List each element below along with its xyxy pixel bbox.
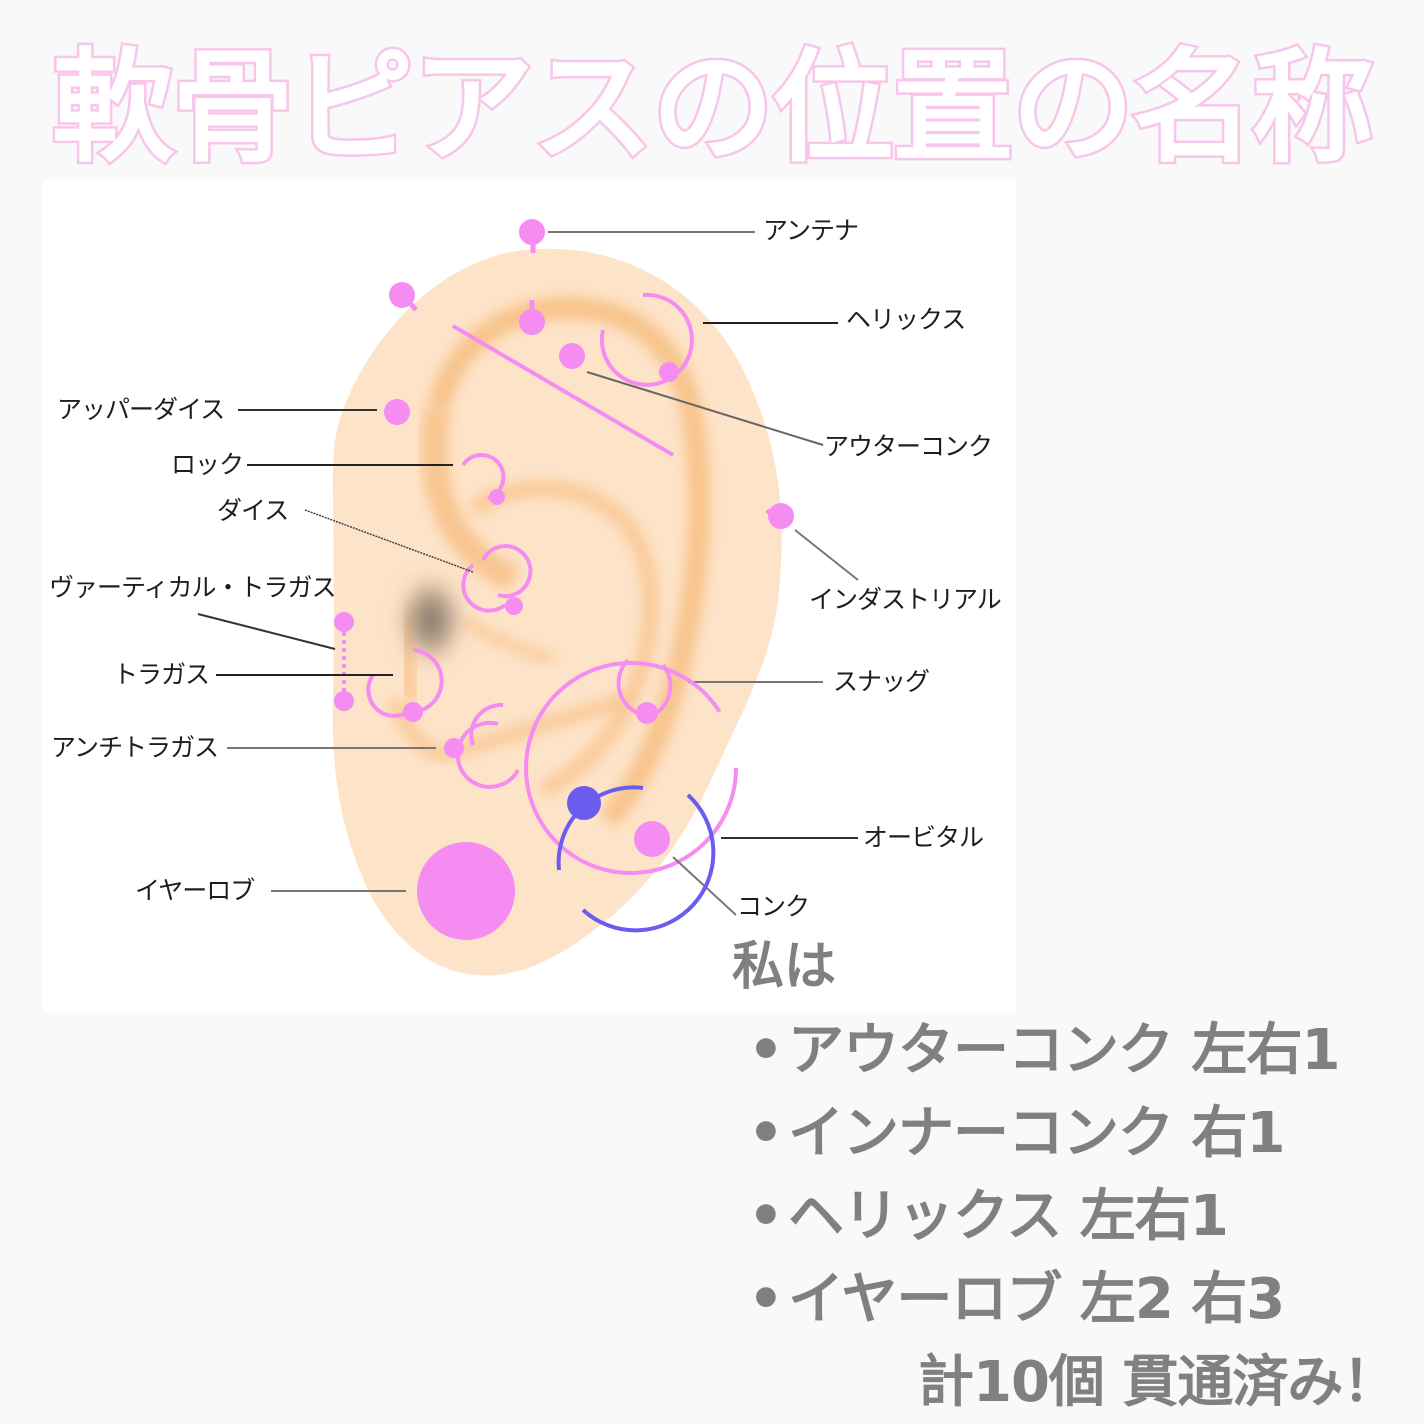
daith-ring (481, 544, 533, 599)
conch-ring (524, 661, 738, 875)
label-tragus: トラガス (113, 660, 210, 689)
label-antenna: アンテナ (763, 216, 859, 245)
outer-conch-piercing (559, 343, 585, 369)
label-snug: スナッグ (833, 667, 930, 696)
industrial-piercing (768, 503, 794, 529)
label-rook: ロック (171, 450, 244, 479)
piercing-name: アウターコンク (788, 1018, 1174, 1083)
antitragus-ring (455, 720, 520, 789)
snug-ring (616, 658, 644, 717)
bullet-icon: • (748, 1184, 784, 1249)
page-title: 軟骨ピアスの位置の名称 (50, 36, 1377, 181)
ear-illustration (197, 219, 859, 976)
label-helix: ヘリックス (846, 305, 966, 334)
label-industrial: インダストリアル (809, 585, 1002, 614)
piercing-count: 左右1 (1191, 1018, 1341, 1083)
label-daith: ダイス (217, 496, 289, 525)
piercing-count: 右1 (1191, 1101, 1286, 1166)
my-piercing-item: •インナーコンク 右1 (748, 1099, 1286, 1169)
ear-piercing-diagram: アンテナ ヘリックス アッパーダイス アウターコンク ロック ダイス インダスト… (43, 180, 1016, 1012)
label-outer-conch: アウターコンク (824, 432, 993, 461)
my-piercing-item: •ヘリックス 左右1 (748, 1182, 1229, 1252)
bullet-icon: • (748, 1101, 784, 1166)
my-piercing-item: •アウターコンク 左右1 (748, 1016, 1341, 1086)
bullet-icon: • (748, 1267, 784, 1332)
piercing-name: インナーコンク (788, 1101, 1174, 1166)
vertical-tragus-bottom (334, 691, 354, 711)
orbital-ring (581, 793, 716, 933)
piercing-name: ヘリックス (788, 1184, 1062, 1249)
label-vertical-tragus: ヴァーティカル・トラガス (49, 573, 337, 602)
helix-stud-piercing (389, 282, 415, 308)
upper-stud-piercing (519, 309, 545, 335)
industrial-bar (451, 324, 675, 457)
earlobe-piercing (417, 842, 515, 940)
upper-daith-piercing (384, 399, 410, 425)
piercing-count: 左2 右3 (1079, 1267, 1285, 1332)
vertical-tragus-top (334, 612, 354, 632)
piercing-count: 左右1 (1079, 1184, 1229, 1249)
my-piercings-total: 計10個 貫通済み！ (918, 1350, 1398, 1415)
label-orbital: オービタル (863, 823, 984, 852)
label-earlobe: イヤーロブ (135, 876, 255, 905)
label-conch: コンク (737, 892, 810, 921)
piercing-name: イヤーロブ (788, 1267, 1062, 1332)
label-upper-daith: アッパーダイス (57, 395, 225, 424)
my-piercing-item: •イヤーロブ 左2 右3 (748, 1265, 1285, 1335)
my-piercings-heading: 私は (732, 937, 837, 997)
bullet-icon: • (748, 1018, 784, 1083)
label-antitragus: アンチトラガス (51, 733, 219, 762)
conch-ball (634, 821, 670, 857)
antenna-piercing (519, 219, 545, 245)
orbital-ball (567, 786, 601, 820)
